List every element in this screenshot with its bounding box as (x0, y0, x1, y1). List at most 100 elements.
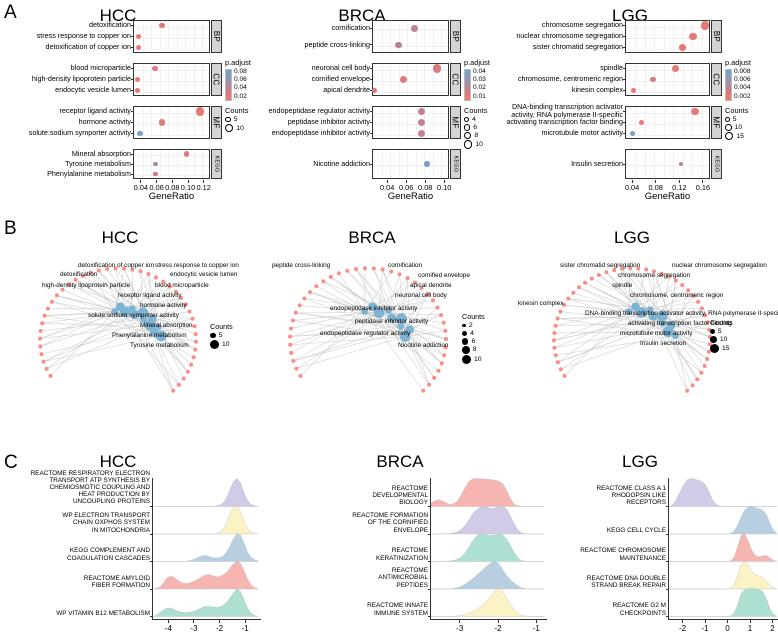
gridline-v (193, 21, 195, 52)
ridge-x-tick-label: -4 (164, 623, 172, 633)
legend-size-row: 5 (725, 116, 751, 123)
y-axis-label: peptide cross-linking (220, 40, 370, 49)
y-tick (369, 111, 372, 112)
facet-strip-label: KEGG (213, 155, 220, 173)
gridline-v (381, 107, 383, 138)
legend-padjust-tick: 0.08 (234, 67, 247, 75)
ridge-row-label-line: PEPTIDES (396, 581, 428, 589)
network-gene-node (297, 303, 302, 308)
network-hcc (0, 245, 250, 445)
dot-point (678, 161, 684, 167)
panel-letter-b: B (4, 218, 17, 239)
x-tick-label: 0.16 (695, 183, 711, 192)
network-edge (662, 315, 711, 338)
network-legend-label: 4 (470, 330, 474, 337)
network-gene-node (589, 276, 594, 281)
y-axis-label-line: activity, RNA polymerase II-specific (511, 109, 623, 119)
legend-size-label: 5 (233, 116, 238, 123)
network-edge (613, 269, 654, 317)
gridline-v (202, 107, 204, 138)
network-edge (675, 335, 688, 391)
gridline-v (159, 150, 161, 178)
y-tick (622, 25, 625, 26)
network-gene-node (562, 302, 566, 307)
network-legend-title: Counts (710, 318, 733, 327)
legend-padjust-tick: 0.03 (473, 75, 486, 83)
network-term-node (385, 307, 392, 314)
ridge-x-tick-label: -3 (190, 623, 198, 633)
network-gene-node (659, 271, 664, 276)
network-term-node (130, 310, 140, 319)
gridline-v (159, 21, 161, 52)
network-term-label: endopeptidase inhibitor activity (330, 305, 418, 312)
y-tick (130, 163, 133, 165)
legend-colorbar (464, 68, 471, 101)
chart-title-hcc: HCC (99, 6, 137, 25)
network-edge (42, 322, 159, 328)
gridline-v (407, 150, 409, 178)
ridge-row-label-line: MAINTENANCE (619, 554, 666, 562)
network-edge (43, 335, 162, 363)
gridline-v (390, 21, 392, 52)
x-tick (424, 180, 426, 183)
facet-brca-cc (372, 63, 449, 96)
gridline-v (673, 107, 675, 138)
y-axis-label-line: receptor ligand activity (59, 106, 131, 116)
legend-colorbar (725, 68, 732, 101)
network-term-node (672, 332, 679, 340)
y-axis-label: blood microparticle (0, 64, 131, 72)
network-edge (388, 274, 400, 311)
dot-point (411, 24, 419, 32)
gridline-v (441, 64, 443, 95)
network-gene-node (294, 366, 299, 371)
ridge-y-tick (427, 533, 430, 535)
ridge-svg-hcc (152, 478, 259, 617)
ridge-row-label-line: FIBER FORMATION (91, 582, 150, 590)
gridline-v (635, 21, 637, 52)
facet-brca-mf (372, 106, 449, 139)
network-gene-node (105, 266, 110, 271)
network-edge (628, 268, 631, 312)
gridline-v (644, 150, 646, 178)
y-axis-label: endocytic vesicle lumen (0, 86, 131, 94)
dot-point (630, 88, 636, 93)
network-term-label: high-density lipoprotein particle (42, 282, 131, 289)
network-edge (316, 286, 365, 312)
x-axis-title: GeneRatio (148, 191, 195, 202)
dot-point (417, 118, 425, 126)
gridline-v (168, 107, 170, 138)
network-title-lgg: LGG (614, 228, 650, 247)
legend-size-row: 10 (464, 140, 490, 149)
network-term-label: stress response to copper ion (155, 262, 239, 269)
ridge-y-axis (668, 478, 670, 619)
gridline-v (644, 21, 646, 52)
gridline-v (151, 150, 153, 178)
network-gene-node (80, 273, 85, 278)
network-gene-nodes (288, 266, 448, 393)
network-gene-node (583, 280, 588, 285)
network-edge (635, 269, 647, 307)
network-edge (649, 309, 698, 380)
network-title-hcc: HCC (101, 228, 139, 247)
network-gene-node (185, 369, 190, 374)
ridge-y-tick (149, 506, 152, 507)
network-term-node (128, 305, 136, 312)
y-axis-label: sister chromatid segregation (473, 43, 623, 51)
gridline-v (701, 21, 703, 52)
y-axis-label-line: blood microparticle (70, 63, 131, 73)
gridline-h (373, 45, 448, 47)
network-term-label: cornification (388, 262, 423, 269)
gridline-v (663, 107, 665, 138)
network-edge (290, 336, 406, 346)
gridline-v (701, 64, 703, 95)
facet-strip-cc: CC (450, 63, 461, 96)
y-axis-label-line: hormone activity (78, 117, 131, 127)
gridline-v (398, 107, 400, 138)
network-gene-node (161, 279, 166, 284)
ridge-row-label: WP VITAMIN B12 METABOLISM (0, 610, 150, 617)
network-edge (131, 281, 164, 309)
ridge-density-area (431, 505, 544, 535)
x-tick-label: 0.06 (149, 183, 164, 192)
